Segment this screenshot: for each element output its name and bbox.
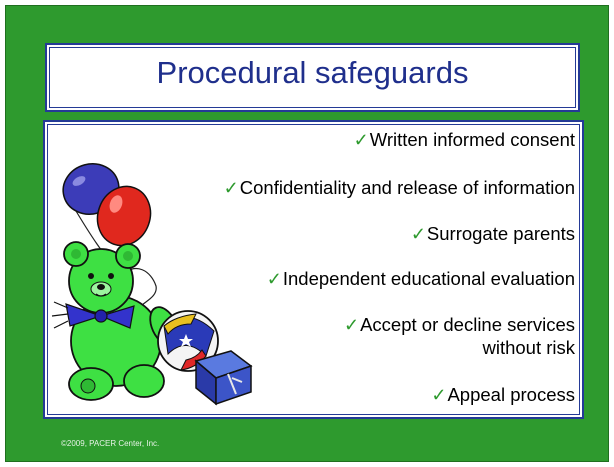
- footer-copyright: ©2009, PACER Center, Inc.: [61, 439, 160, 448]
- bullet-text: Independent educational evaluation: [282, 268, 575, 289]
- check-icon: ✓: [410, 224, 426, 244]
- check-icon: ✓: [353, 130, 369, 150]
- bullet-item: ✓Confidentiality and release of informat…: [224, 177, 575, 199]
- bullet-text: Surrogate parents: [426, 223, 575, 244]
- bullet-item: ✓Written informed consent: [354, 129, 575, 151]
- check-icon: ✓: [223, 178, 239, 198]
- bullet-text: Confidentiality and release of informati…: [239, 177, 575, 198]
- slide: Procedural safeguards ✓Written informed …: [5, 5, 609, 462]
- bullet-item: ✓Accept or decline services: [344, 314, 575, 336]
- slide-title: Procedural safeguards: [156, 55, 469, 90]
- bullet-text: Written informed consent: [369, 129, 575, 150]
- check-icon: ✓: [266, 269, 282, 289]
- title-box: Procedural safeguards: [45, 43, 580, 112]
- bullet-item: ✓Independent educational evaluation: [267, 268, 575, 290]
- bullet-text-continuation: without risk: [482, 337, 575, 358]
- check-icon: ✓: [431, 385, 447, 405]
- check-icon: ✓: [344, 315, 360, 335]
- bullet-text: Accept or decline services: [360, 314, 575, 335]
- balloons-teddy-bear-ball-block-clipart: [51, 163, 253, 406]
- bullet-text: Appeal process: [447, 384, 575, 405]
- bullet-item: ✓Surrogate parents: [411, 223, 575, 245]
- bullet-item: ✓Appeal process: [431, 384, 575, 406]
